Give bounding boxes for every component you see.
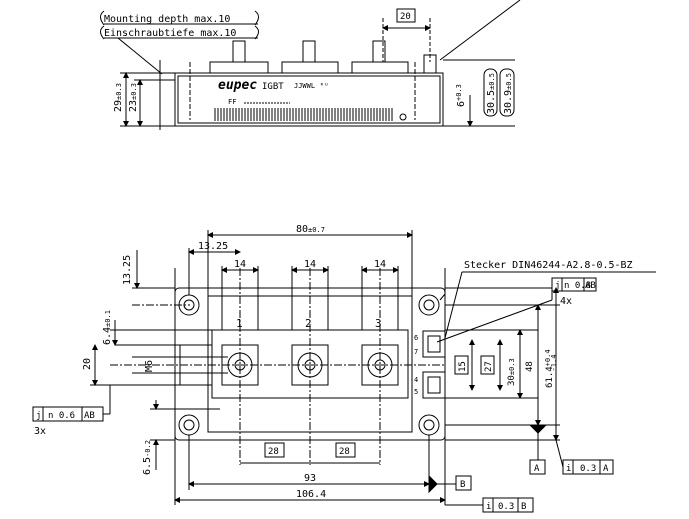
dim-13-25-v: 13.25 — [122, 255, 133, 285]
side-view: Mounting depth max.10 Einschraubtiefe ma… — [100, 0, 521, 130]
datum-a-box — [529, 459, 546, 475]
dim-29: 29±0.3 — [113, 83, 124, 112]
dim-27-box — [480, 355, 495, 375]
dim-27: 27 — [484, 361, 494, 372]
tol-a-value: 0.3 — [580, 464, 596, 474]
dim-6-side: 6+0.3 — [455, 84, 467, 107]
dim-30-5-box — [483, 68, 498, 117]
tol-n08-frame — [551, 277, 597, 292]
mounting-hole-bl — [178, 414, 200, 436]
dim-30-top: 30±0.3 — [507, 358, 517, 386]
dim-15: 15 — [458, 361, 468, 372]
ground-symbol — [399, 113, 407, 121]
dim-6-5: 6.5-0.2 — [142, 440, 153, 475]
thread-m6: M6 — [144, 360, 155, 372]
dim-6-4: 6.4±0.1 — [102, 310, 113, 345]
ul-mark: ᴿᵁ — [320, 82, 328, 90]
datum-a-triangle — [528, 424, 548, 434]
aux-connector-upper — [422, 330, 446, 358]
tol-a-ref: A — [603, 464, 609, 474]
pin-7: 7 — [414, 348, 418, 356]
tol-b-symbol: i — [486, 502, 491, 512]
connector-note: Stecker DIN46244-A2.8-0.5-BZ — [464, 260, 633, 271]
dim-30-9: 30.9±0.5 — [503, 73, 514, 114]
pin-6: 6 — [414, 334, 418, 342]
dim-48: 48 — [525, 361, 535, 372]
side-terminal-3 — [351, 61, 409, 73]
side-screw-1 — [232, 40, 246, 63]
pin-5: 5 — [414, 388, 418, 396]
module-body — [174, 72, 444, 127]
dim-28-a: 28 — [268, 447, 279, 457]
tol-n08-ref: AB — [585, 281, 596, 291]
pin-4: 4 — [414, 376, 418, 384]
dim-80: 80±0.7 — [296, 224, 325, 235]
terminal-label-2: 2 — [305, 317, 312, 330]
leader-top-right — [439, 0, 521, 61]
leader-mounting — [117, 37, 163, 75]
dim-15-box — [454, 355, 469, 375]
brand-suffix: IGBT — [262, 82, 284, 92]
mark-ff: FF — [228, 98, 236, 106]
side-terminal-2 — [281, 61, 339, 73]
datum-b: B — [460, 480, 465, 490]
dim-20-top: 20 — [82, 358, 93, 370]
tol-n06-symbol: j — [36, 411, 41, 421]
mounting-hole-tr — [418, 294, 440, 316]
datum-a: A — [534, 464, 540, 474]
tol-b-value: 0.3 — [498, 502, 514, 512]
mounting-hole-br — [418, 414, 440, 436]
side-terminal-1 — [209, 61, 269, 73]
tol-n08-symbol: j — [555, 281, 560, 291]
dim-106-4: 106.4 — [296, 489, 326, 500]
datum-b-triangle — [428, 474, 438, 494]
dim-20-side: 20 — [400, 12, 411, 22]
top-view: 1 2 3 6 7 4 5 80±0.7 13.25 14 — [32, 224, 656, 513]
terminal-label-3: 3 — [375, 317, 382, 330]
dim-20-box — [396, 8, 416, 23]
dim-14-a: 14 — [234, 259, 246, 270]
side-screw-2 — [302, 40, 316, 63]
mounting-depth-note: Mounting depth max.10 — [104, 14, 230, 25]
dim-28-b: 28 — [339, 447, 350, 457]
einschraubtiefe-note: Einschraubtiefe max.10 — [104, 28, 236, 39]
tol-n08-value: n 0.8 — [564, 281, 591, 291]
tol-a-symbol: i — [566, 464, 571, 474]
dim-13-25-h: 13.25 — [198, 241, 228, 252]
dim-93: 93 — [304, 473, 316, 484]
dim-28-a-box — [264, 442, 285, 458]
dim-14-c: 14 — [374, 259, 386, 270]
aux-connector-lower — [422, 371, 446, 399]
dim-30-9-box — [499, 68, 515, 117]
count-3x: 3x — [34, 426, 46, 437]
tol-b-ref: B — [521, 502, 526, 512]
side-screw-3 — [372, 40, 386, 63]
datum-b-box — [455, 475, 472, 491]
terminal-label-1: 1 — [236, 317, 243, 330]
tol-n06-ref: AB — [84, 411, 95, 421]
count-4x: 4x — [560, 296, 572, 307]
side-pin — [423, 54, 437, 74]
brand-logo: eupec — [218, 78, 257, 93]
date-code: JJWWL — [294, 82, 315, 90]
dim-14-b: 14 — [304, 259, 316, 270]
barcode — [214, 108, 393, 121]
dim-30-5: 30.5±0.5 — [486, 73, 497, 114]
dim-28-b-box — [335, 442, 356, 458]
tol-n06-value: n 0.6 — [48, 411, 75, 421]
dim-23: 23±0.3 — [128, 83, 139, 112]
